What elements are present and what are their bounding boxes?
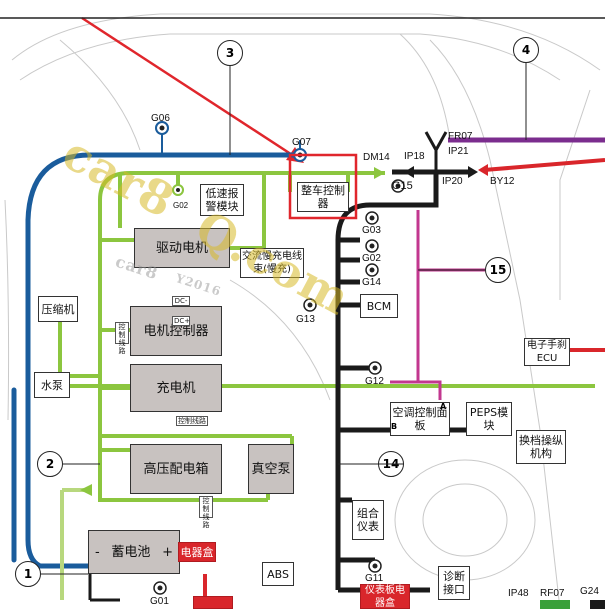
control-harness-label-1: 控制线路 [115,322,129,355]
fuse-box: 电器盒 [178,542,216,562]
combo-meter: 组合仪表 [352,500,384,540]
fuse-box-lower [193,596,233,609]
vcu-module: 整车控制器 [297,182,349,212]
ac-panel-pin-a: A [440,402,447,411]
water-pump: 水泵 [34,372,70,398]
peps-module: PEPS模块 [466,402,512,436]
shifter-module: 换档操纵机构 [516,430,566,464]
motor-controller: 电机控制器 [130,306,222,356]
battery-plus-terminal: + [162,544,173,560]
connector-by12: BY12 [490,176,515,187]
dc-minus-label: DC- [172,296,190,306]
connector-g15: G15 [392,180,413,192]
connector-g13: G13 [296,314,315,325]
connector-g01: G01 [150,596,169,607]
connector-ip18: IP18 [404,151,425,162]
connector-g02-left: G02 [173,201,189,210]
connector-g02: G02 [362,253,381,264]
vehicle-outline [4,13,601,609]
ac-panel-pin-b: B [391,422,398,431]
connector-ip20: IP20 [442,176,463,187]
control-harness-label-2: 控制线路 [176,416,208,426]
connector-ip21: IP21 [448,146,469,157]
connector-fr07: FR07 [448,131,473,142]
connector-dm14: DM14 [363,152,390,163]
battery: - 蓄电池 + [88,530,180,574]
vcu-highlight [288,153,358,220]
connector-g03: G03 [362,225,381,236]
callout-1: 1 [15,561,41,587]
compressor: 压缩机 [38,296,78,322]
connector-rf07: RF07 [540,588,565,599]
ac-control-panel: 空调控制面板 [390,402,450,436]
callout-3: 3 [217,40,243,66]
callout-2: 2 [37,451,63,477]
harness-3-blue [11,152,303,569]
callout-14: 14 [378,451,404,477]
abs-module: ABS [262,562,294,586]
bcm-module: BCM [360,294,398,318]
connector-ip48: IP48 [508,588,529,599]
callout-15: 15 [485,257,511,283]
ac-slow-charge-harness: 交流慢充电线束(慢充) [240,248,304,278]
vacuum-pump: 真空泵 [248,444,294,494]
connector-g12: G12 [365,376,384,387]
charger: 充电机 [130,364,222,412]
diagnostic-port: 诊断接口 [438,566,470,600]
control-harness-label-3: 控制线路 [199,496,213,529]
connector-g11: G11 [365,573,384,584]
battery-minus-terminal: - [95,544,100,560]
dc-plus-label: DC+ [172,316,191,326]
connector-g14: G14 [362,277,381,288]
drive-motor: 驱动电机 [134,228,230,268]
connector-g24: G24 [580,586,599,597]
callout-4: 4 [513,37,539,63]
low-speed-alarm-module: 低速报警模块 [200,184,244,216]
ip-fuse-box: 仪表板电器盒 [360,584,410,609]
highlight-arrow-line [81,16,301,162]
battery-label: 蓄电池 [111,544,151,560]
harness-15-magenta [390,210,485,400]
connector-g06: G06 [151,113,170,124]
epb-ecu: 电子手刹ECU [524,338,570,366]
hv-distribution-box: 高压配电箱 [130,444,222,494]
connector-g07: G07 [292,137,311,148]
